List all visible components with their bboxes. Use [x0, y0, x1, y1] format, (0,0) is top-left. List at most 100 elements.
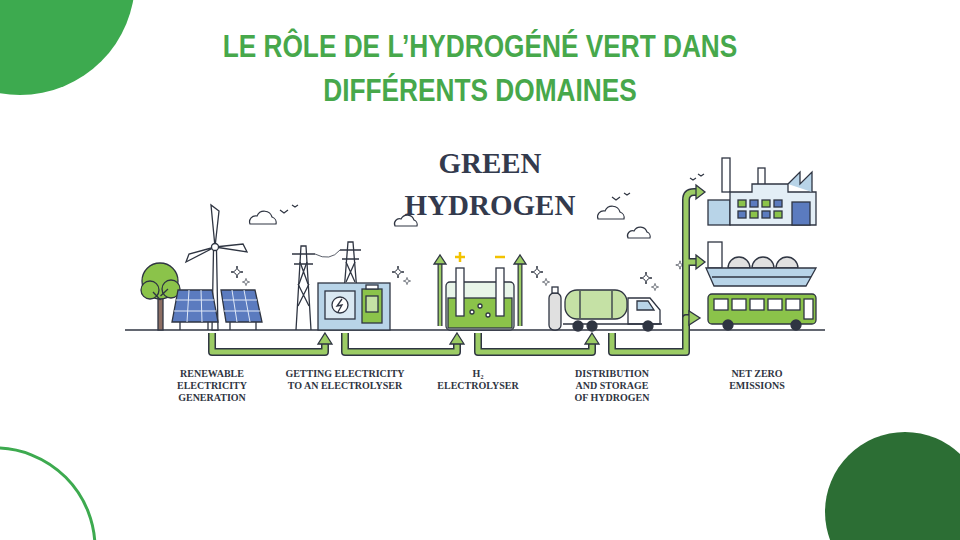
factory-part	[708, 200, 730, 225]
bird-part	[690, 178, 696, 180]
bus-part	[708, 294, 816, 324]
factory-part	[730, 184, 816, 225]
wind-turbine-part	[186, 247, 215, 262]
arrow-head	[450, 333, 464, 344]
page-title: LE RÔLE DE L’HYDROGÉNÉ VERT DANS DIFFÉRE…	[209, 24, 750, 112]
hydrogen-truck-part	[552, 287, 558, 293]
power-pylon-part	[340, 250, 361, 282]
tanker-ship	[706, 242, 816, 286]
electrolyser-part	[496, 268, 504, 316]
electrolyser-part	[518, 262, 523, 326]
sparkle-part	[640, 272, 652, 284]
bird-part	[280, 210, 288, 213]
electrolyser-part	[439, 262, 442, 326]
stage-region: GETTING ELECTRICITY TO AN ELECTROLYSER	[290, 240, 400, 333]
flow-arrow	[212, 333, 332, 352]
electrolyser-part	[495, 256, 505, 259]
factory-part	[750, 211, 758, 218]
stage-caption: H₂ ELECTROLYSER	[434, 368, 522, 392]
hydrogen-truck-part	[628, 298, 660, 324]
tanker-ship-part	[752, 257, 774, 268]
electrolyser-part	[478, 304, 482, 308]
bus-part	[732, 299, 746, 310]
bus	[708, 294, 816, 330]
arrow-outline	[212, 333, 325, 352]
tanker-ship-part	[728, 257, 750, 268]
electrolyser-part	[486, 313, 490, 317]
bus-part	[750, 299, 764, 310]
hydrogen-truck-part	[643, 321, 653, 331]
stage-caption: GETTING ELECTRICITY TO AN ELECTROLYSER	[283, 368, 407, 392]
stage-region: RENEWABLE ELECTRICITY GENERATION	[140, 210, 270, 333]
sparkle-part	[531, 266, 543, 278]
sparkle-part	[231, 266, 243, 278]
tanker-ship-part	[776, 257, 798, 268]
bus-part	[786, 299, 800, 310]
cloud-part	[250, 211, 277, 224]
wind-turbine-part	[211, 205, 219, 247]
stage-region: H₂ ELECTROLYSER	[430, 255, 530, 333]
electrolyser-part	[456, 268, 464, 316]
arrow-outline	[345, 333, 457, 352]
electrolyser-part	[514, 255, 526, 264]
factory-part	[738, 211, 746, 218]
corner-ring	[0, 448, 95, 540]
tree-part	[153, 289, 168, 300]
solar-panel-part	[223, 290, 260, 322]
factory	[708, 158, 816, 225]
electrolyser-part	[519, 262, 522, 326]
stage-caption: DISTRIBUTION AND STORAGE OF HYDROGEN	[569, 368, 655, 404]
electrical-cabinet-part	[362, 289, 382, 323]
bird-part	[612, 197, 620, 200]
sparkle-part	[392, 266, 404, 278]
stage-caption: RENEWABLE ELECTRICITY GENERATION	[173, 368, 251, 404]
arrow-head	[585, 333, 599, 344]
hydrogen-truck-part	[637, 301, 654, 310]
flow-branch-part	[696, 185, 705, 199]
arrow-shaft	[612, 318, 691, 352]
electrolyser-part	[438, 262, 443, 326]
factory-part	[774, 200, 782, 207]
bus-part	[723, 320, 733, 330]
power-pylon-part	[296, 246, 311, 330]
factory-part	[762, 211, 770, 218]
bus-part	[768, 299, 782, 310]
electrical-cabinet-part	[325, 291, 355, 319]
solar-panel-part	[221, 290, 262, 322]
electrical-cabinet-part	[366, 296, 378, 312]
bird-part	[292, 205, 298, 207]
hydrogen-truck-part	[573, 321, 583, 331]
stage-region: DISTRIBUTION AND STORAGE OF HYDROGEN	[545, 285, 670, 333]
factory-part	[788, 172, 812, 192]
solar-panel-part	[174, 290, 216, 322]
corner-circle	[825, 432, 960, 540]
electrical-cabinet	[318, 283, 390, 330]
arrow-outline	[612, 318, 691, 352]
electrical-cabinet-part	[337, 299, 342, 312]
power-pylon-part	[292, 254, 315, 306]
electrolyser-part	[455, 252, 465, 262]
tanker-ship-part	[706, 268, 816, 286]
hydrogen-truck-part	[587, 321, 597, 331]
tanker-ship-part	[708, 242, 722, 268]
factory-part	[722, 158, 730, 192]
flow-branch	[686, 185, 705, 324]
cloud-part	[598, 206, 625, 219]
bus-part	[791, 320, 801, 330]
sparkle-part	[242, 278, 249, 285]
arrow-shaft	[212, 333, 325, 352]
electrical-cabinet-part	[366, 285, 378, 289]
electrical-cabinet-part	[318, 283, 390, 330]
bus-part	[714, 299, 728, 310]
power-pylon-part	[315, 250, 340, 257]
hydrogen-truck-part	[580, 291, 612, 318]
arrow-head	[318, 333, 332, 344]
electrolyser	[434, 252, 526, 330]
arrow-outline	[478, 333, 592, 352]
hydrogen-truck-part	[565, 290, 627, 319]
tanker-ship-part	[712, 276, 811, 277]
arrow-head	[689, 311, 700, 325]
hydrogen-truck-part	[549, 293, 561, 330]
